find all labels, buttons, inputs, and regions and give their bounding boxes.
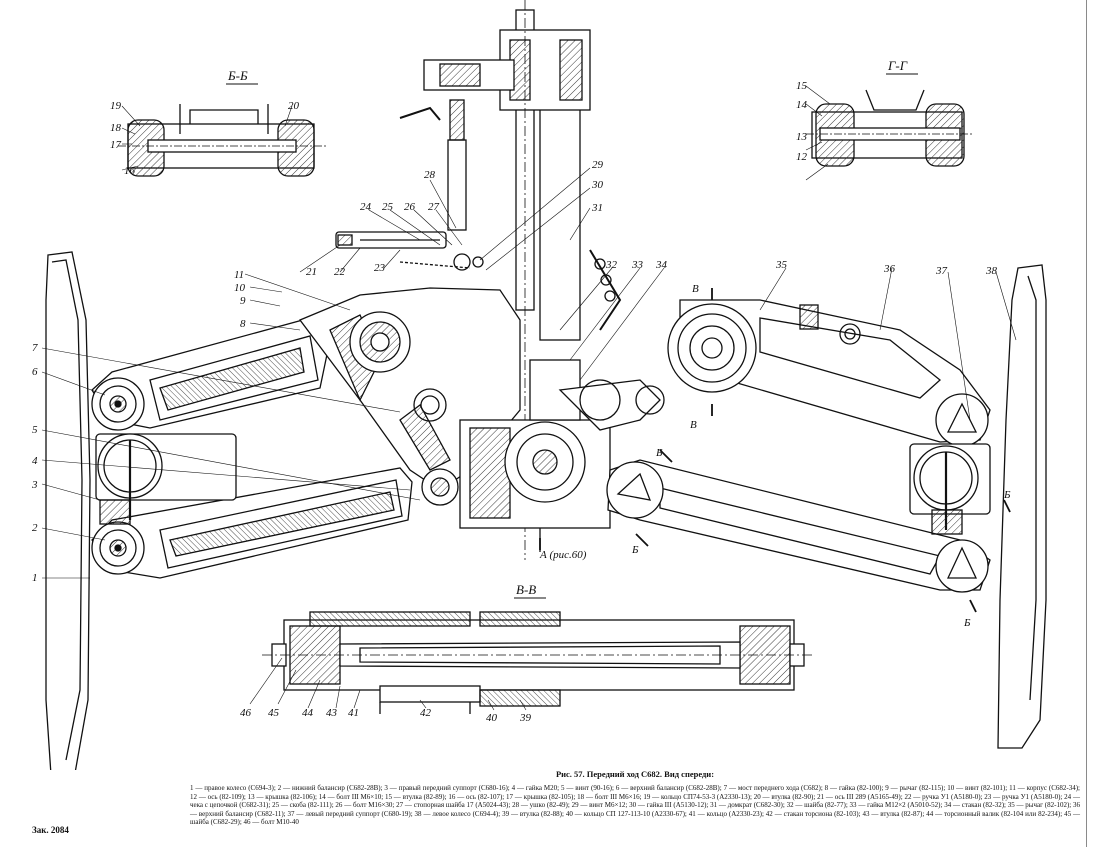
callout-13: 13	[796, 131, 808, 143]
callout-numbers: 1 2 3 4 5 6 7 8 9 10 11 16 17 18 19 20 2…	[31, 80, 998, 724]
callout-31: 31	[591, 202, 603, 214]
callout-6: 6	[32, 366, 38, 378]
callout-7: 7	[32, 342, 38, 354]
callout-39: 39	[519, 712, 532, 724]
upper-balancer-left	[91, 317, 331, 431]
leader-lines	[41, 85, 1017, 711]
callout-23: 23	[374, 262, 386, 274]
callout-12: 12	[796, 151, 808, 163]
lower-balancer-right	[606, 459, 991, 593]
callout-37: 37	[935, 265, 948, 277]
callout-38: 38	[985, 265, 998, 277]
callout-32: 32	[605, 259, 618, 271]
callout-43: 43	[326, 707, 338, 719]
callout-34: 34	[655, 259, 668, 271]
technical-drawing: Б-Б Г-Г В-В А (рис.60) В В Б Б Б Б 1 2 3…	[31, 0, 1047, 770]
left-wheel-shape	[997, 264, 1047, 749]
callout-1: 1	[32, 572, 38, 584]
callout-26: 26	[404, 201, 416, 213]
marker-v-upper: В	[692, 283, 699, 295]
callout-42: 42	[420, 707, 432, 719]
callout-17: 17	[110, 139, 122, 151]
callout-27: 27	[428, 201, 440, 213]
callout-16: 16	[124, 165, 136, 177]
marker-a-ref: А (рис.60)	[539, 549, 587, 561]
callout-18: 18	[110, 122, 122, 134]
callout-19: 19	[110, 100, 122, 112]
callout-46: 46	[240, 707, 252, 719]
figure-caption-body: 1 — правое колесо (С694-3); 2 — нижний б…	[190, 784, 1080, 827]
callout-40: 40	[486, 712, 498, 724]
cut-markers	[539, 288, 1011, 613]
marker-b-right: Б	[1003, 489, 1011, 501]
marker-b-lower: Б	[631, 544, 639, 556]
callout-15: 15	[796, 80, 808, 92]
section-title-b-b: Б-Б	[227, 68, 248, 83]
callout-3: 3	[31, 479, 38, 491]
callout-21: 21	[306, 266, 317, 278]
front-axle-bridge-shape	[459, 359, 665, 552]
callout-11: 11	[234, 269, 244, 281]
callout-25: 25	[382, 201, 394, 213]
section-b-b-shape	[118, 104, 326, 177]
callout-45: 45	[268, 707, 280, 719]
page-edge-line	[1086, 0, 1087, 847]
callout-30: 30	[591, 179, 604, 191]
right-wheel-shape	[45, 251, 91, 770]
callout-33: 33	[631, 259, 644, 271]
callout-10: 10	[234, 282, 246, 294]
callout-9: 9	[240, 295, 246, 307]
handle-assembly-shape	[335, 99, 484, 271]
section-title-v-v: В-В	[516, 582, 536, 597]
figure-caption-title: Рис. 57. Передний ход С682. Вид спереди:	[555, 769, 715, 779]
callout-24: 24	[360, 201, 372, 213]
section-title-g-g: Г-Г	[887, 58, 908, 73]
lower-balancer-left	[91, 467, 413, 579]
callout-8: 8	[240, 318, 246, 330]
callout-44: 44	[302, 707, 314, 719]
marker-v-lower: В	[690, 419, 697, 431]
callout-4: 4	[32, 455, 38, 467]
marker-b-far-right: Б	[963, 617, 971, 629]
section-v-v-shape	[262, 611, 812, 714]
callout-22: 22	[334, 266, 346, 278]
callout-5: 5	[32, 424, 38, 436]
callout-29: 29	[592, 159, 604, 171]
callout-28: 28	[424, 169, 436, 181]
callout-20: 20	[288, 100, 300, 112]
upper-balancer-right	[667, 299, 991, 447]
left-front-support-shape	[909, 443, 991, 535]
figure-caption: Рис. 57. Передний ход С682. Вид спереди:…	[190, 770, 1080, 826]
callout-35: 35	[775, 259, 788, 271]
right-front-support-shape	[95, 433, 237, 525]
callout-14: 14	[796, 99, 808, 111]
section-g-g-shape	[806, 89, 972, 167]
callout-41: 41	[348, 707, 359, 719]
jack-shape	[423, 0, 622, 560]
callout-2: 2	[32, 522, 38, 534]
callout-36: 36	[883, 263, 896, 275]
order-number: Зак. 2084	[32, 825, 69, 835]
marker-b-center: Б	[655, 447, 663, 459]
